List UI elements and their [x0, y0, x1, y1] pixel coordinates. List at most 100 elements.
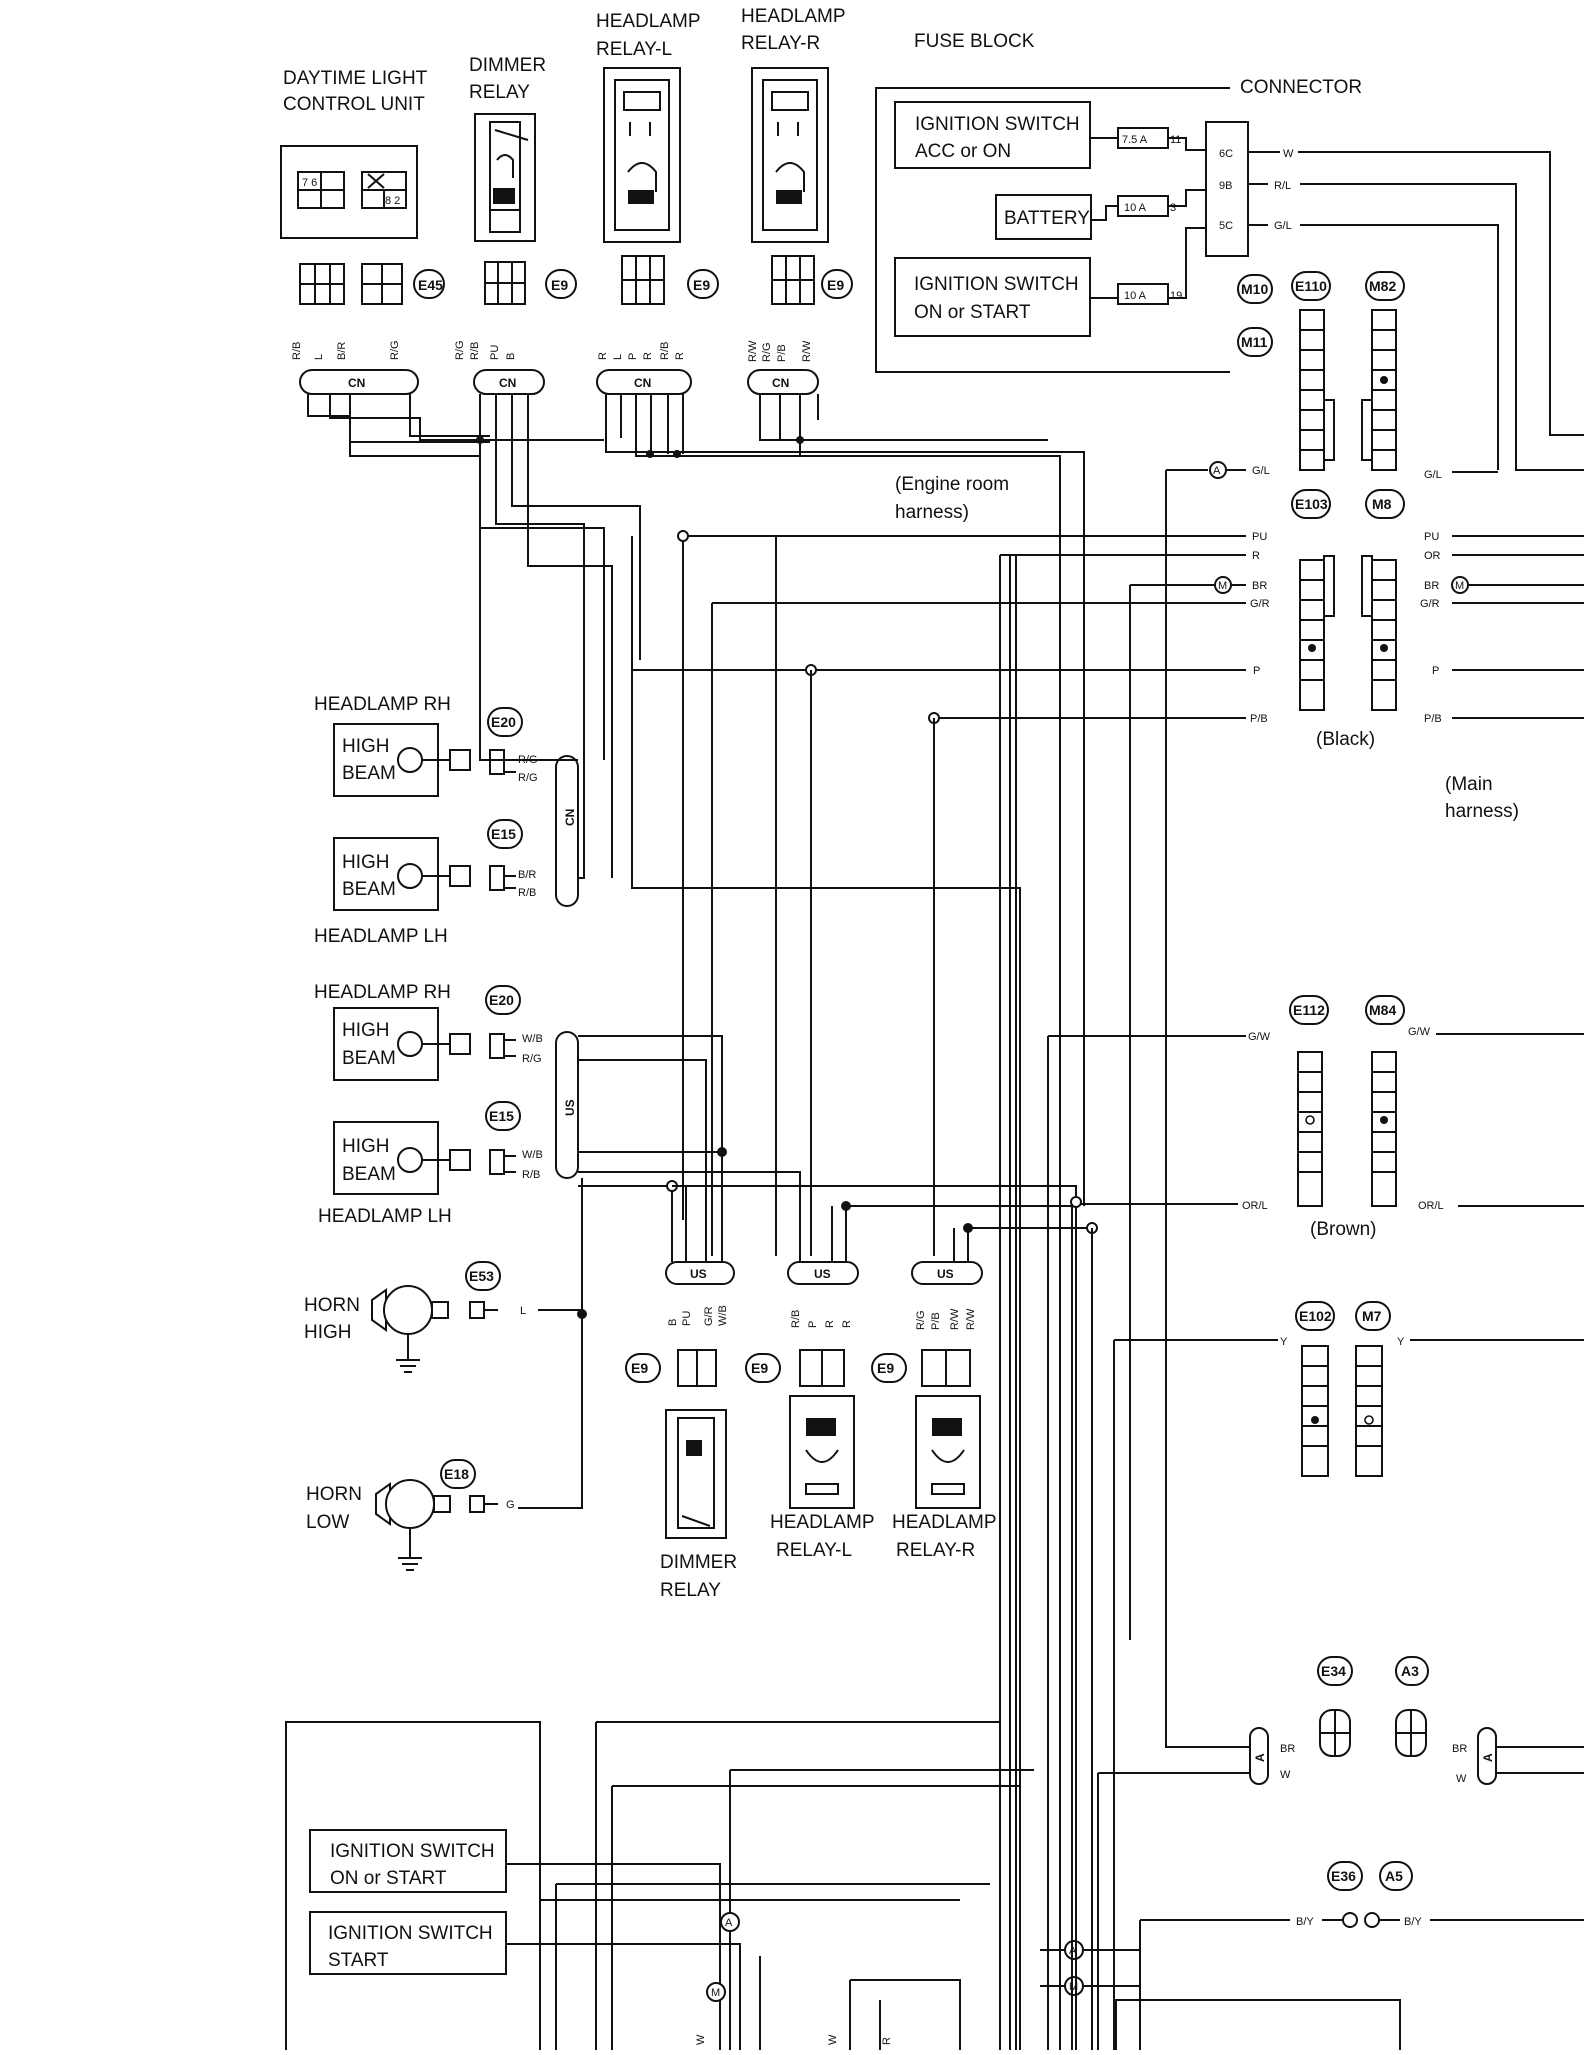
- svg-text:A5: A5: [1385, 1868, 1403, 1884]
- connector-e9-relay-l: E9: [621, 255, 719, 305]
- svg-text:B/Y: B/Y: [1296, 1916, 1314, 1928]
- svg-text:M: M: [1455, 580, 1464, 592]
- svg-text:E110: E110: [1295, 278, 1327, 294]
- svg-text:E34: E34: [1321, 1663, 1346, 1679]
- svg-text:E20: E20: [489, 992, 514, 1008]
- svg-text:BEAM: BEAM: [342, 1164, 396, 1185]
- svg-text:W: W: [1283, 148, 1294, 160]
- svg-text:9B: 9B: [1219, 180, 1232, 192]
- svg-text:HEADLAMP: HEADLAMP: [770, 1512, 875, 1533]
- svg-text:LOW: LOW: [306, 1512, 349, 1533]
- svg-text:B/Y: B/Y: [1404, 1916, 1422, 1928]
- svg-text:CN: CN: [348, 376, 365, 390]
- headlamp-relay-r-top: [751, 67, 829, 243]
- svg-text:L: L: [520, 1305, 526, 1317]
- svg-text:E9: E9: [827, 277, 844, 293]
- svg-text:BR: BR: [1252, 580, 1267, 592]
- svg-text:E45: E45: [418, 277, 443, 293]
- headlamp-lh-cn: HIGH BEAM E15 B/R R/B HEADLAMP LH: [314, 819, 536, 947]
- svg-text:E20: E20: [491, 714, 516, 730]
- svg-text:RELAY-R: RELAY-R: [896, 1540, 975, 1561]
- bottom-e9-relay-l: E9 HEADLAMP RELAY-L: [745, 1349, 875, 1561]
- connector-e110: E110: [1291, 271, 1335, 471]
- svg-text:M11: M11: [1241, 334, 1268, 350]
- svg-text:HEADLAMP RH: HEADLAMP RH: [314, 982, 451, 1003]
- svg-text:L: L: [612, 354, 624, 360]
- headlamp-rh-cn: HEADLAMP RH HIGH BEAM E20 R/G R/G: [314, 694, 538, 797]
- svg-text:E9: E9: [693, 277, 710, 293]
- svg-text:B/R: B/R: [336, 342, 348, 360]
- svg-text:BEAM: BEAM: [342, 879, 396, 900]
- svg-text:E53: E53: [469, 1268, 494, 1284]
- svg-text:W: W: [827, 2034, 839, 2045]
- svg-text:M: M: [1218, 580, 1227, 592]
- svg-text:HEADLAMP RH: HEADLAMP RH: [314, 694, 451, 715]
- svg-text:IGNITION SWITCH: IGNITION SWITCH: [330, 1841, 495, 1862]
- svg-text:R/W: R/W: [949, 1308, 961, 1330]
- dimmer-relay-title: DIMMER RELAY: [469, 55, 546, 103]
- svg-text:A: A: [1253, 1753, 1267, 1762]
- svg-text:E112: E112: [1293, 1002, 1325, 1018]
- svg-text:W: W: [1280, 1769, 1291, 1781]
- svg-text:R/G: R/G: [518, 772, 538, 784]
- svg-text:US: US: [563, 1099, 577, 1116]
- svg-text:E18: E18: [444, 1466, 469, 1482]
- svg-text:10 A: 10 A: [1124, 202, 1147, 214]
- svg-text:A: A: [1213, 465, 1221, 477]
- svg-text:HIGH: HIGH: [342, 736, 390, 757]
- us-vertical-bar: US: [555, 1031, 579, 1179]
- svg-text:P/B: P/B: [1250, 713, 1268, 725]
- headlamp-relay-l-top: [603, 67, 681, 243]
- svg-text:A: A: [725, 1917, 733, 1929]
- svg-text:R/G: R/G: [915, 1310, 927, 1330]
- svg-text:R: R: [881, 2037, 893, 2045]
- svg-text:P/B: P/B: [930, 1312, 942, 1330]
- svg-text:START: START: [328, 1950, 389, 1971]
- svg-text:E9: E9: [877, 1360, 894, 1376]
- svg-text:HEADLAMP: HEADLAMP: [596, 11, 701, 32]
- svg-text:HEADLAMP: HEADLAMP: [892, 1512, 997, 1533]
- svg-text:M84: M84: [1369, 1002, 1396, 1018]
- svg-text:RELAY-L: RELAY-L: [596, 39, 672, 60]
- svg-text:harness): harness): [895, 502, 969, 523]
- svg-text:R/G: R/G: [389, 340, 401, 360]
- fuse-block-title: FUSE BLOCK: [914, 31, 1035, 52]
- ignition-switch-lower: IGNITION SWITCH ON or START IGNITION SWI…: [285, 1721, 1401, 2050]
- svg-text:PU: PU: [489, 345, 501, 360]
- svg-text:RELAY: RELAY: [469, 82, 530, 103]
- connector-e112: E112 (Brown): [1289, 995, 1377, 1240]
- svg-text:IGNITION SWITCH: IGNITION SWITCH: [915, 114, 1080, 135]
- harness-wires: [307, 394, 1141, 2050]
- svg-text:IGNITION SWITCH: IGNITION SWITCH: [914, 274, 1079, 295]
- g-l-line: A G/L G/L: [1165, 461, 1498, 1748]
- svg-text:G/R: G/R: [1250, 598, 1270, 610]
- svg-text:6C: 6C: [1219, 148, 1233, 160]
- svg-text:M7: M7: [1362, 1308, 1382, 1324]
- dimmer-relay-top: [474, 113, 536, 242]
- svg-text:US: US: [937, 1267, 954, 1281]
- svg-text:BEAM: BEAM: [342, 763, 396, 784]
- svg-text:W: W: [1456, 1773, 1467, 1785]
- svg-text:P: P: [1432, 665, 1439, 677]
- headlamp-relay-r-title: HEADLAMP RELAY-R: [741, 6, 846, 54]
- svg-text:10 A: 10 A: [1124, 290, 1147, 302]
- svg-text:IGNITION SWITCH: IGNITION SWITCH: [328, 1923, 493, 1944]
- svg-text:R/G: R/G: [522, 1053, 542, 1065]
- svg-text:R/B: R/B: [522, 1169, 540, 1181]
- svg-text:G/L: G/L: [1274, 220, 1292, 232]
- top-wire-labels: R/B L B/R R/G R/G R/B PU B R L P R R/B R…: [291, 340, 813, 362]
- svg-text:R/W: R/W: [801, 340, 813, 362]
- svg-text:G/L: G/L: [1424, 469, 1442, 481]
- connector-e36-a5: E36 A5 B/Y B/Y: [1140, 1861, 1584, 1928]
- svg-text:5C: 5C: [1219, 220, 1233, 232]
- svg-text:A3: A3: [1401, 1663, 1419, 1679]
- svg-text:M: M: [1069, 1981, 1078, 1993]
- svg-text:RELAY-R: RELAY-R: [741, 33, 820, 54]
- svg-text:R/B: R/B: [659, 342, 671, 360]
- svg-text:R: R: [597, 352, 609, 360]
- svg-text:HORN: HORN: [304, 1295, 360, 1316]
- svg-text:HORN: HORN: [306, 1484, 362, 1505]
- engine-room-wires: PU R M BR G/R P P/B: [632, 531, 1270, 725]
- svg-text:G: G: [506, 1499, 515, 1511]
